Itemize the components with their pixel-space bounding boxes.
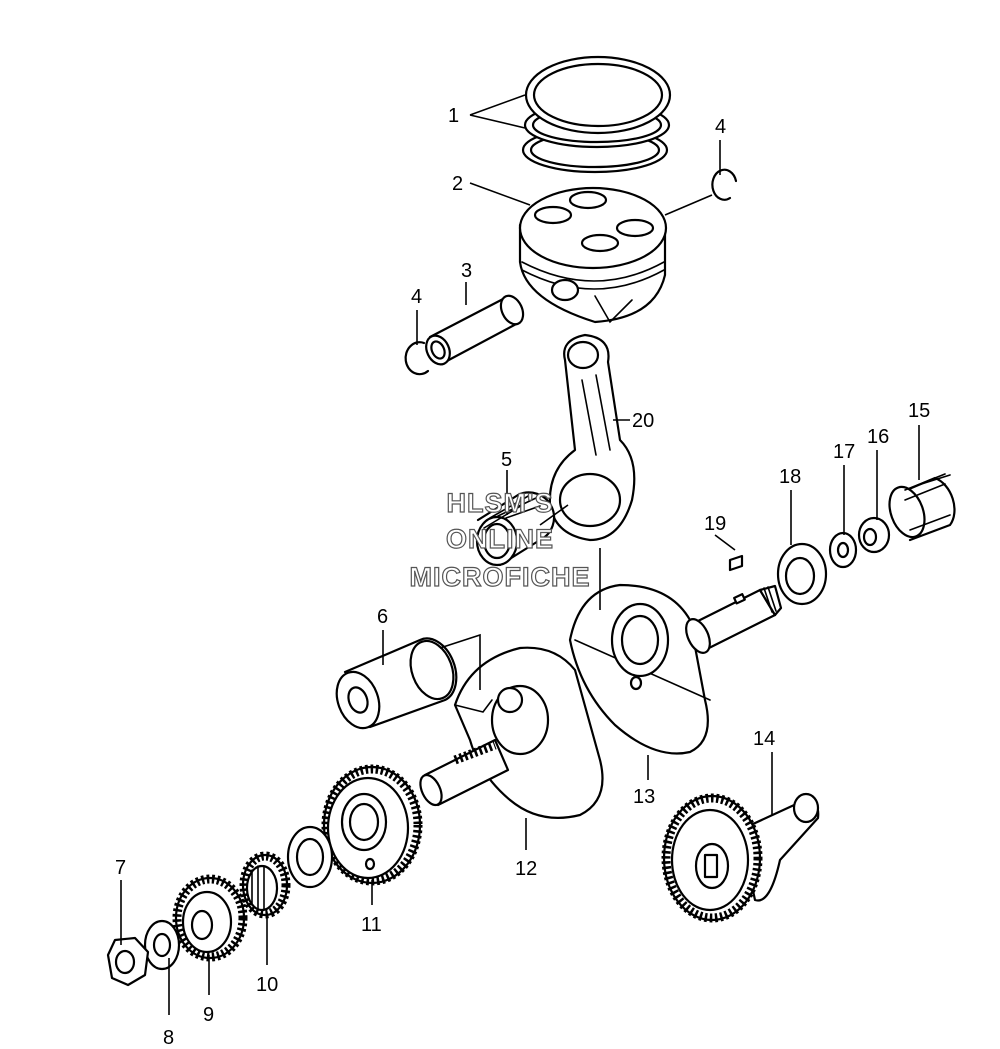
watermark: HLSM'S ONLINE MICROFICHE <box>409 487 591 592</box>
callout-14: 14 <box>753 728 775 750</box>
part-4-circlip-upper <box>711 168 738 201</box>
part-13-right-crank-half <box>568 583 783 755</box>
part-2-piston <box>518 186 668 324</box>
callout-17: 17 <box>833 441 855 463</box>
callout-18: 18 <box>779 466 801 488</box>
part-7-nut <box>106 936 150 987</box>
part-1-piston-rings <box>521 55 672 174</box>
callout-3: 3 <box>461 260 472 282</box>
callout-6: 6 <box>377 606 388 628</box>
callout-12: 12 <box>515 858 537 880</box>
part-8-washer <box>143 919 181 971</box>
callout-16: 16 <box>867 426 889 448</box>
callout-labels: 1 2 3 4 4 5 6 7 8 9 10 11 12 13 14 15 16… <box>115 105 930 1049</box>
part-12-left-crank-half <box>419 646 604 819</box>
callout-10: 10 <box>256 974 278 996</box>
part-10-small-gear <box>239 851 291 919</box>
part-18-washer <box>776 542 828 606</box>
part-15-bearing <box>888 473 956 542</box>
callout-2: 2 <box>452 173 463 195</box>
part-9-gear <box>172 874 248 962</box>
callout-1: 1 <box>448 105 459 127</box>
part-4-circlip-lower <box>404 341 430 376</box>
callout-4-lower: 4 <box>411 286 422 308</box>
part-3-piston-pin <box>425 294 525 366</box>
part-14-balancer-gear <box>661 792 820 923</box>
callout-9: 9 <box>203 1004 214 1026</box>
part-16-nut <box>857 516 891 554</box>
part-5-needle-bearing <box>475 491 556 567</box>
part-17-washer <box>828 531 858 569</box>
callout-8: 8 <box>163 1027 174 1049</box>
callout-5: 5 <box>501 449 512 471</box>
washer-between-gears <box>286 825 334 889</box>
callout-7: 7 <box>115 857 126 879</box>
part-11-drive-gear <box>321 764 423 886</box>
watermark-line-1: HLSM'S <box>447 488 554 518</box>
callout-15: 15 <box>908 400 930 422</box>
callout-11: 11 <box>361 914 382 936</box>
callout-13: 13 <box>633 786 655 808</box>
callout-4-upper: 4 <box>715 116 726 138</box>
part-20-connecting-rod <box>548 333 636 542</box>
watermark-line-2: ONLINE <box>446 524 554 554</box>
leader-lines <box>120 94 920 1015</box>
callout-20: 20 <box>632 410 654 432</box>
part-6-crank-pin <box>335 637 458 730</box>
callout-19: 19 <box>704 513 726 535</box>
watermark-line-3: MICROFICHE <box>410 562 591 592</box>
part-19-key <box>728 554 744 572</box>
